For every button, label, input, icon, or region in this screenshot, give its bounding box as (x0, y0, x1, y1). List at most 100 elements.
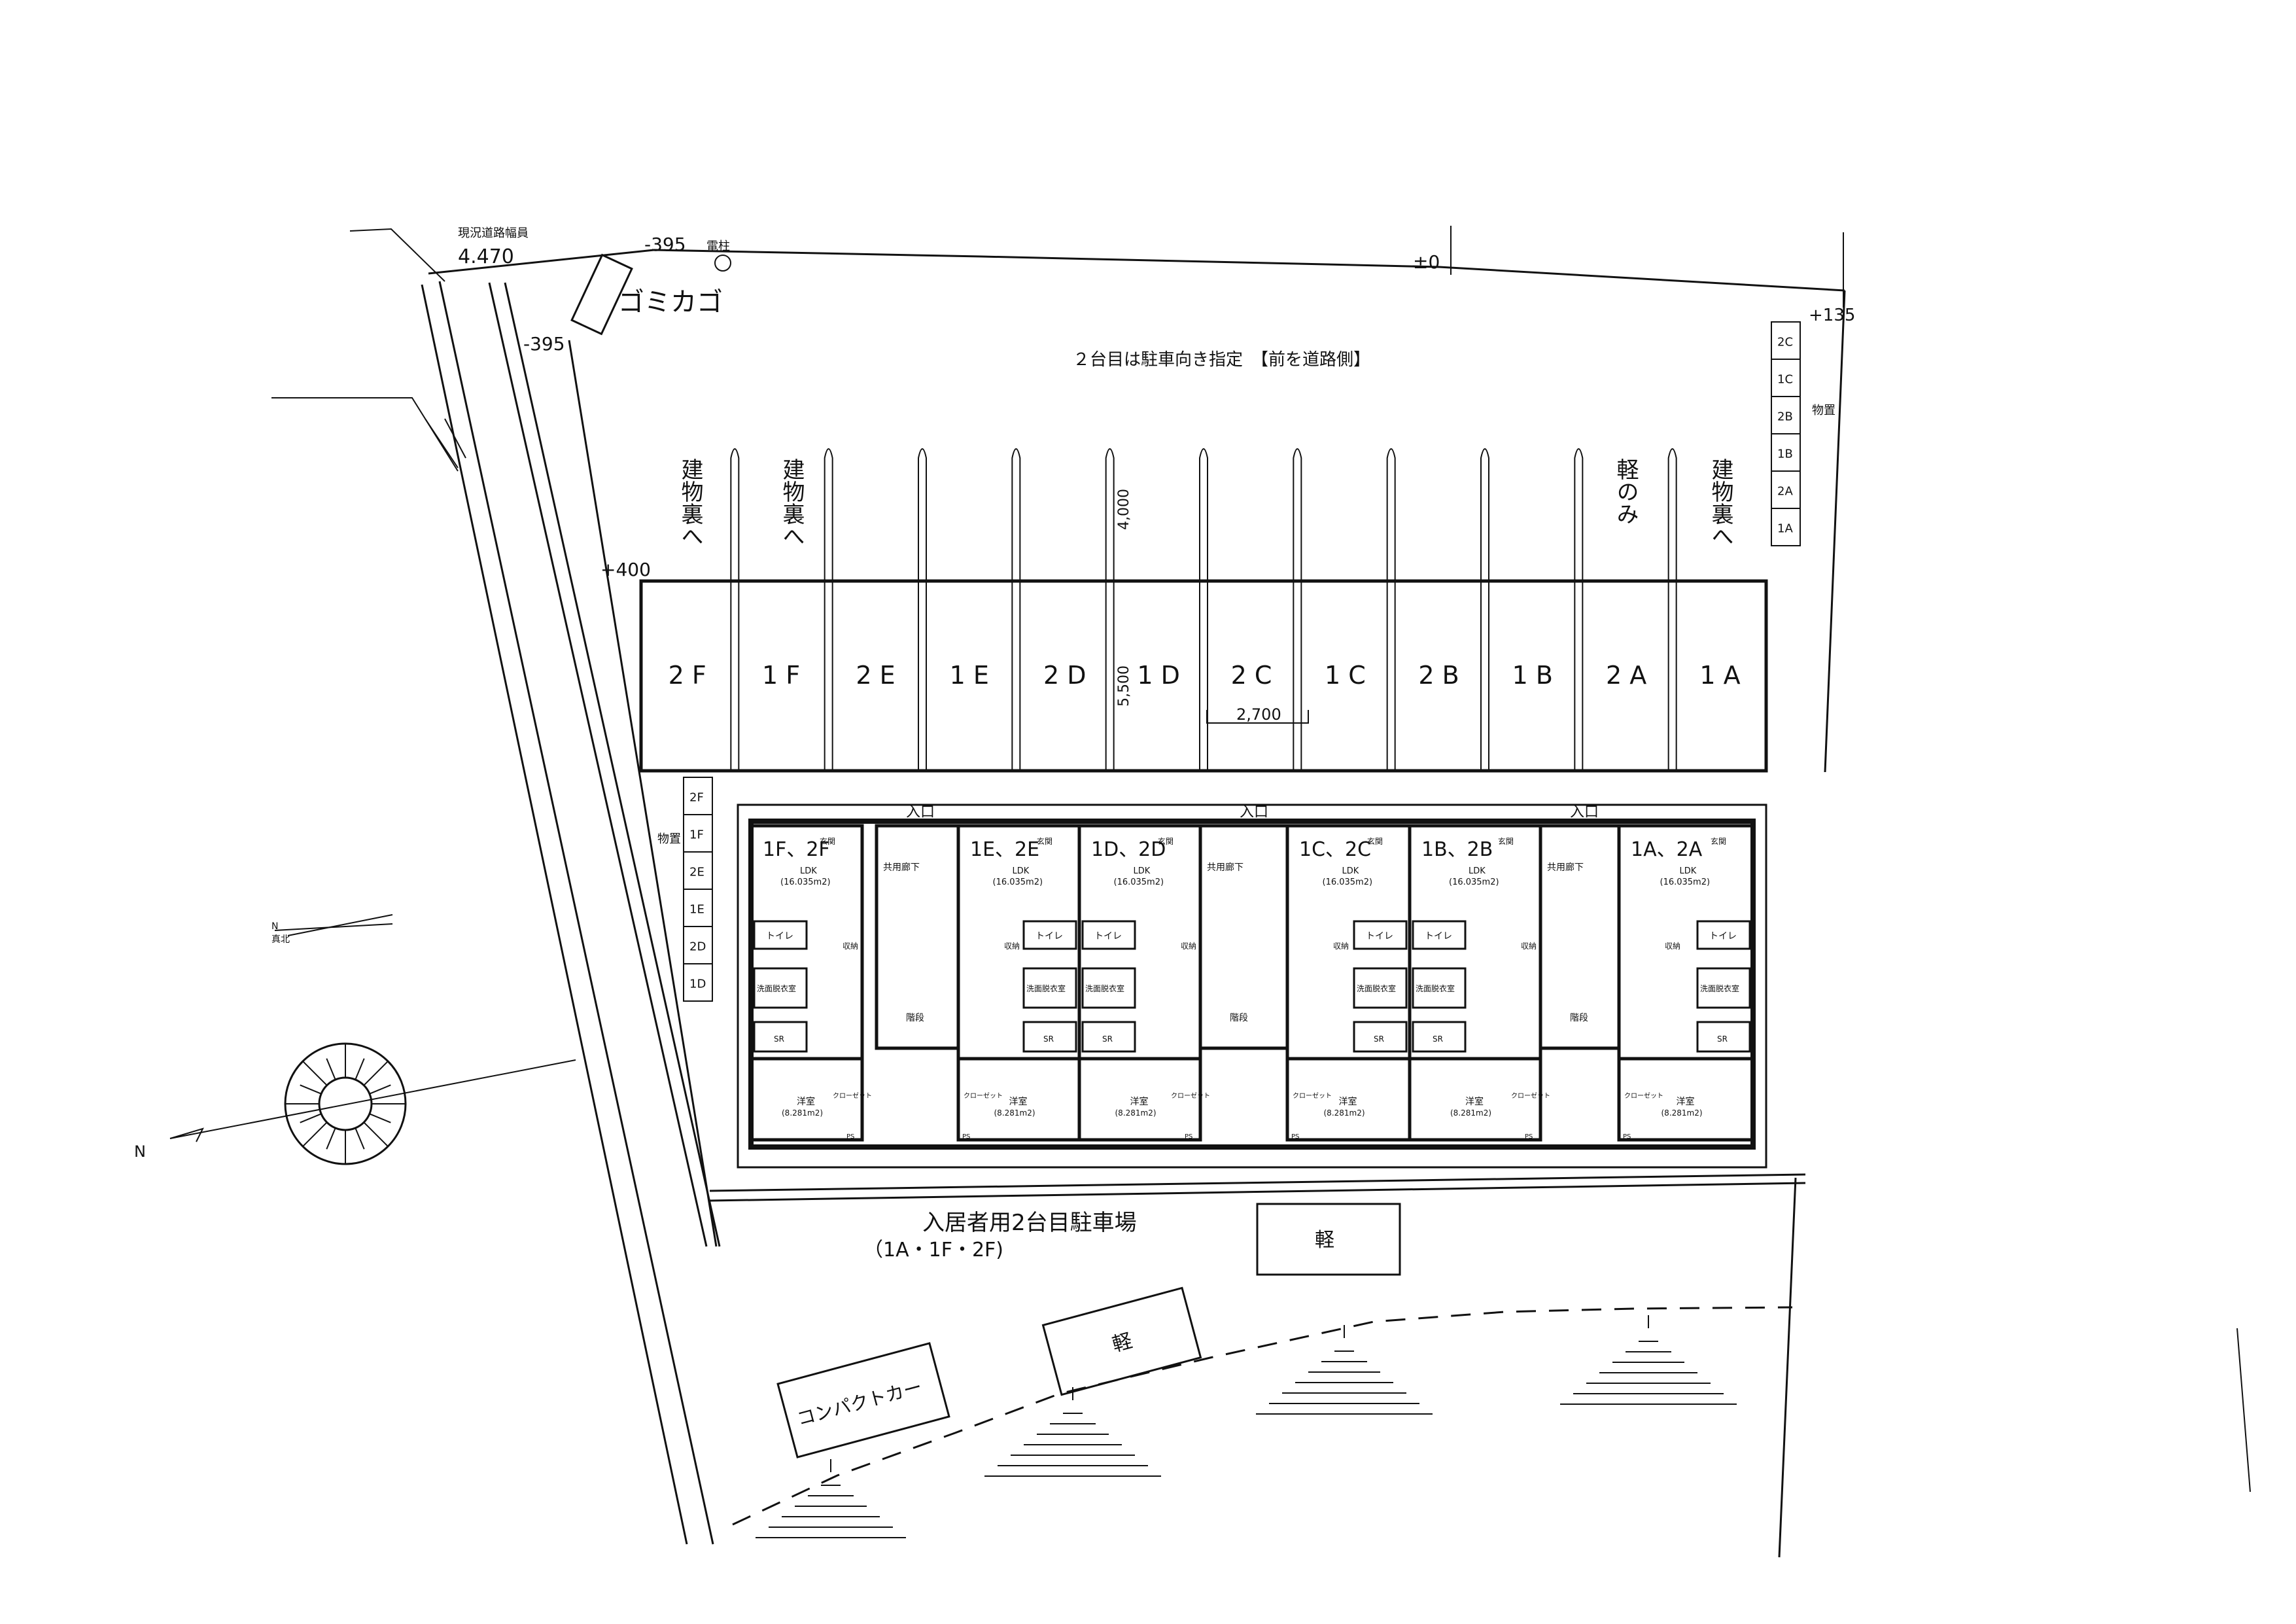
washroom-label: 洗面脱衣室 (1085, 983, 1124, 993)
sr-room (753, 1021, 808, 1053)
washroom (1353, 967, 1408, 1009)
level-p400: +400 (600, 559, 651, 580)
western-room-label: 洋室 (1465, 1096, 1484, 1107)
western-room-label: 洋室 (1677, 1096, 1695, 1107)
parking-slot-1e: 1 E (950, 661, 989, 690)
road-width-label: 現況道路幅員 (458, 226, 529, 240)
washroom (1022, 967, 1077, 1009)
ps-label: PS (846, 1133, 854, 1140)
building: 1F、2FLDK(16.035m2)玄関トイレ洗面脱衣室SR洋室(8.281m2… (737, 803, 1767, 1169)
genkan-label: 玄関 (1498, 836, 1514, 846)
storage-cell-label: 1F (689, 828, 704, 842)
entrances: 入口 入口 入口 (906, 804, 1599, 821)
parking-divider (1667, 448, 1677, 771)
sr-label: SR (1374, 1034, 1384, 1044)
level-m395-left: -395 (523, 333, 565, 355)
washroom-label: 洗面脱衣室 (757, 983, 796, 993)
toilet-label: トイレ (1425, 931, 1452, 942)
parking-divider (1480, 448, 1489, 771)
parking-divider (730, 448, 740, 771)
ps-label: PS (1185, 1133, 1192, 1140)
parking-slot-1c: 1 C (1325, 661, 1366, 690)
western-room-label: 洋室 (1339, 1096, 1357, 1107)
dim-4000: 4,000 (1116, 489, 1132, 530)
car-kei-1: 軽 (1315, 1229, 1334, 1252)
closet-label: クローゼット (1171, 1092, 1210, 1100)
storage-right-label: 物置 (1812, 404, 1835, 417)
storage-cell-label: 2C (1777, 336, 1793, 349)
compass-north: N (134, 1142, 146, 1161)
washroom-label: 洗面脱衣室 (1416, 983, 1455, 993)
ldk-label: LDK (1469, 866, 1486, 876)
shunou-label: 収納 (1333, 942, 1349, 951)
sr-label: SR (1102, 1034, 1113, 1044)
genkan-label: 玄関 (820, 836, 835, 846)
western-room-area: (8.281m2) (1115, 1108, 1157, 1118)
corridor (1539, 824, 1621, 1050)
storage-cell (1771, 508, 1801, 546)
building-back-label-right: 建物裏へ (1707, 458, 1733, 547)
parking-divider (1105, 448, 1115, 771)
closet-label: クローゼット (1624, 1092, 1663, 1100)
storage-cell-label: 1D (689, 978, 706, 991)
utility-pole-icon (714, 255, 731, 272)
level-annotations: 現況道路幅員 4.470 -395 -395 ±0 +135 +400 電柱 ゴ… (458, 226, 1855, 580)
kei-only-label: 軽のみ (1612, 458, 1639, 525)
car-kei-2: 軽 (1110, 1330, 1135, 1357)
parking-divider (1199, 448, 1208, 771)
washroom (1696, 967, 1751, 1009)
sr-label: SR (1717, 1034, 1728, 1044)
toilet-label: トイレ (1709, 931, 1737, 942)
road-lines (271, 228, 721, 1545)
second-parking-title: 入居者用2台目駐車場 (922, 1210, 1137, 1236)
unit-block (749, 824, 864, 1142)
unit-label: 1E、2E (970, 838, 1039, 861)
ldk-area: (16.035m2) (780, 877, 831, 887)
ldk-label: LDK (1680, 866, 1697, 876)
parking-note: ２台目は駐車向き指定 【前を道路側】 (1073, 350, 1370, 370)
ldk-area: (16.035m2) (1660, 877, 1711, 887)
parking-divider (1011, 448, 1021, 771)
toilet-room (1353, 920, 1408, 950)
storage-cell-label: 2B (1777, 410, 1793, 424)
dimensions: 4,000 5,500 2,700 (1116, 489, 1309, 724)
hatch-symbols (756, 1315, 1737, 1538)
ps-label: PS (1525, 1133, 1533, 1140)
storage-cell-label: 1C (1777, 373, 1793, 387)
road-width-value: 4.470 (458, 245, 514, 268)
parking-slot-2c: 2 C (1231, 661, 1272, 690)
storage-cell-label: 2F (689, 791, 704, 805)
garbage-box (570, 253, 633, 336)
sr-room (1353, 1021, 1408, 1053)
level-zero: ±0 (1413, 251, 1440, 273)
shunou-label: 収納 (1004, 942, 1020, 951)
svg-text:N: N (271, 921, 278, 932)
western-room-area: (8.281m2) (1324, 1108, 1365, 1118)
parking-slot-2d: 2 D (1043, 661, 1087, 690)
dashed-boundary (732, 1306, 1793, 1526)
parking-slot-2b: 2 B (1418, 661, 1459, 690)
closet-label: クローゼット (964, 1092, 1003, 1100)
parking-divider (824, 448, 833, 771)
parking-area (639, 448, 1768, 773)
sr-room (1696, 1021, 1751, 1053)
storage-cell-label: 2A (1777, 485, 1793, 499)
shunou-label: 収納 (1665, 942, 1680, 951)
car-compact: コンパクトカー (795, 1376, 924, 1430)
shunou-label: 収納 (843, 942, 858, 951)
closet-label: クローゼット (1511, 1092, 1550, 1100)
ps-label: PS (1291, 1133, 1299, 1140)
entrance-1: 入口 (906, 804, 935, 821)
toilet-label: トイレ (766, 931, 793, 942)
washroom (1081, 967, 1136, 1009)
toilet-label: トイレ (1366, 931, 1393, 942)
genkan-label: 玄関 (1158, 836, 1174, 846)
shunou-label: 収納 (1521, 942, 1537, 951)
corridor-label: 共用廊下 (1207, 862, 1244, 873)
parking-divider (1293, 448, 1302, 771)
ldk-label: LDK (800, 866, 817, 876)
corridor-label: 共用廊下 (1547, 862, 1584, 873)
parking-slot-2e: 2 E (856, 661, 895, 690)
